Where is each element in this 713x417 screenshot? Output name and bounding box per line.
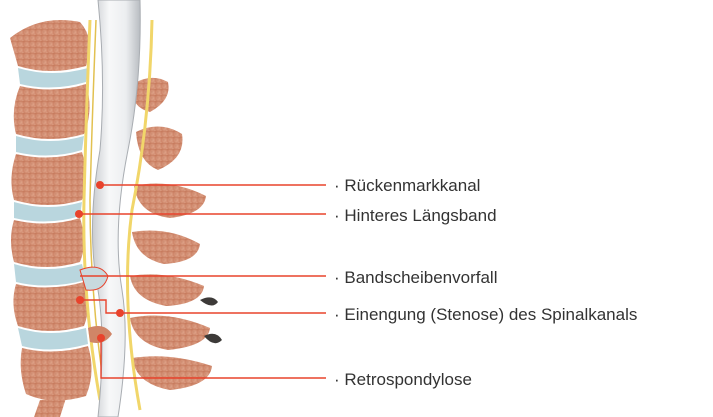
vertebral-column [10, 20, 92, 417]
label-hinteres-laengsband: · Hinteres Längsband [334, 206, 497, 226]
dot-stenose [116, 309, 124, 317]
label-stenose: · Einengung (Stenose) des Spinalkanals [334, 305, 637, 325]
dot-rueckenmarkkanal [96, 181, 104, 189]
label-rueckenmarkkanal: · Rückenmarkkanal [334, 176, 480, 196]
label-bandscheibenvorfall: · Bandscheibenvorfall [334, 268, 497, 288]
dot-hinteres-laengsband [75, 210, 83, 218]
label-retrospondylose: · Retrospondylose [334, 370, 472, 390]
dot-retrospondylose [97, 334, 105, 342]
dot-bandscheibenvorfall [76, 296, 84, 304]
